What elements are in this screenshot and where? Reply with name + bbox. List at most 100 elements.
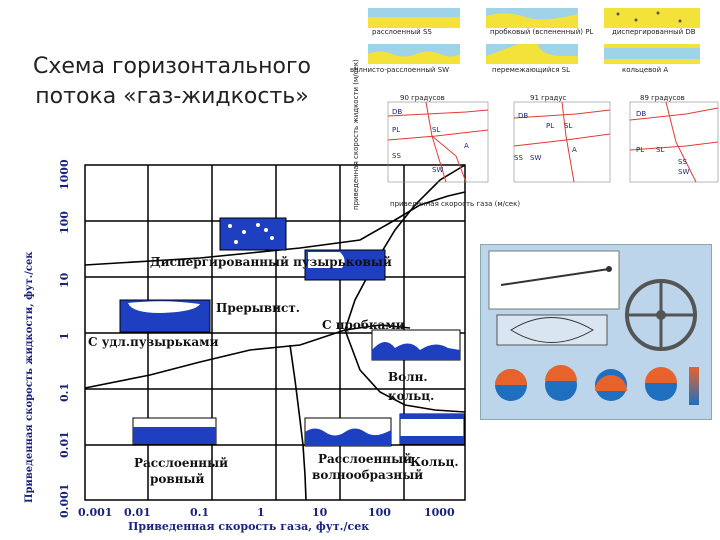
pattern-label-pl: пробковый (вспененный) PL bbox=[490, 28, 594, 36]
inset-map-2-curve-b bbox=[561, 101, 575, 183]
map2-pl: PL bbox=[546, 122, 555, 130]
slide-title-line2: потока «газ-жидкость» bbox=[35, 84, 309, 109]
color-scale bbox=[689, 367, 699, 405]
map3-pl: PL bbox=[636, 146, 645, 154]
region-dispersed-bubble: Диспергированный пузырьковый bbox=[150, 255, 392, 269]
bubble bbox=[228, 224, 232, 228]
slide-title-line1: Схема горизонтального bbox=[33, 54, 311, 79]
pict-a-film-bottom bbox=[604, 59, 700, 64]
pipe-annular bbox=[399, 413, 465, 445]
map1-pl: PL bbox=[392, 126, 401, 134]
inset-map-1-title: 90 градусов bbox=[400, 94, 445, 102]
map1-a: A bbox=[464, 142, 469, 150]
region-slug: С пробками bbox=[322, 318, 405, 332]
pict-pl bbox=[486, 8, 578, 28]
inset-map-2-curve-c bbox=[513, 133, 611, 147]
cross-section-3-top bbox=[595, 375, 627, 391]
y-tick-4: 10 bbox=[58, 272, 71, 288]
pipe-stratified-smooth bbox=[132, 417, 217, 445]
pipe-illustrations bbox=[119, 217, 465, 447]
region-stratified-wavy-1: Расслоенный bbox=[318, 452, 413, 466]
inset-map-1-curve-a bbox=[387, 109, 489, 117]
bubble bbox=[256, 223, 260, 227]
pipe-intermittent bbox=[304, 249, 386, 281]
map3-ss: SS bbox=[678, 158, 687, 166]
inset-maps bbox=[387, 101, 719, 183]
y-tick-6: 1000 bbox=[58, 159, 71, 190]
x-tick-6: 1000 bbox=[424, 506, 455, 519]
cross-section-row bbox=[495, 365, 677, 401]
pattern-label-sl: перемежающийся SL bbox=[492, 66, 571, 74]
bubble bbox=[678, 19, 682, 23]
pipe-elongated-bubble bbox=[119, 299, 211, 333]
pattern-pictograms bbox=[368, 8, 700, 64]
top-inset: расслоенный SS пробковый (вспененный) PL… bbox=[350, 0, 720, 210]
map2-sl: SL bbox=[564, 122, 573, 130]
inset-y-axis-label: приведенная скорость жидкости (м/сек) bbox=[352, 59, 360, 210]
inset-x-axis-label: приведенная скорость газа (м/сек) bbox=[390, 200, 521, 208]
map3-sl: SL bbox=[656, 146, 665, 154]
inset-map-2-frame bbox=[513, 101, 611, 183]
inset-map-1-curve-d bbox=[431, 135, 467, 183]
probe-hub bbox=[656, 310, 666, 320]
boundary-annular-upper bbox=[344, 164, 466, 331]
x-tick-4: 10 bbox=[312, 506, 328, 519]
map2-db: DB bbox=[518, 112, 529, 120]
probe-illustration bbox=[488, 250, 699, 405]
inset-map-2 bbox=[513, 101, 611, 183]
pipe-stratified-wavy bbox=[304, 417, 392, 447]
annular-film-top bbox=[400, 414, 464, 419]
pict-a-film-top bbox=[604, 44, 700, 48]
pattern-label-sw: волнисто-расслоенный SW bbox=[350, 66, 450, 74]
slide-title: Схема горизонтального потока «газ-жидкос… bbox=[22, 52, 322, 112]
intermittent-gas-pocket bbox=[308, 252, 345, 268]
probe-tip bbox=[606, 266, 612, 272]
pipe-db-body bbox=[219, 217, 287, 251]
inset-map-3-curve-c bbox=[629, 141, 719, 151]
pict-sl bbox=[486, 44, 578, 64]
inset-map-2-title: 91 градус bbox=[530, 94, 567, 102]
inset-map-3-title: 89 градусов bbox=[640, 94, 685, 102]
ss-liquid bbox=[133, 427, 216, 444]
pipe-section bbox=[496, 314, 608, 346]
pattern-label-db: диспергированный DB bbox=[612, 28, 696, 36]
map2-ss: SS bbox=[514, 154, 523, 162]
boundary-stratified-wavy bbox=[289, 344, 307, 501]
region-annular: Кольц. bbox=[410, 455, 459, 469]
y-tick-5: 100 bbox=[58, 211, 71, 234]
cross-section-2-top bbox=[545, 365, 577, 381]
map3-sw: SW bbox=[678, 168, 690, 176]
cross-section-1-top bbox=[495, 369, 527, 385]
transition-boundaries bbox=[84, 164, 466, 501]
boundary-annular-lower bbox=[344, 329, 466, 413]
pattern-label-ss: расслоенный SS bbox=[372, 28, 432, 36]
pict-db bbox=[604, 8, 700, 28]
sw-liquid bbox=[305, 428, 391, 446]
pipe-slug bbox=[371, 329, 461, 361]
pict-db-pipe bbox=[604, 8, 700, 28]
pict-sl-liquid bbox=[486, 44, 578, 64]
bubble bbox=[634, 18, 638, 22]
map3-db: DB bbox=[636, 110, 647, 118]
boundary-stratified-intermittent bbox=[84, 324, 411, 389]
pict-a bbox=[604, 44, 700, 64]
x-tick-2: 0.1 bbox=[190, 506, 210, 519]
probe-rod bbox=[500, 268, 610, 286]
region-intermittent: Прерывист. bbox=[216, 301, 300, 315]
inset-map-3-curve-a bbox=[629, 107, 719, 121]
pict-sw bbox=[368, 44, 460, 64]
map1-sw: SW bbox=[432, 166, 444, 174]
elongated-bubble-shape bbox=[128, 301, 200, 313]
inset-map-3-curve-b bbox=[665, 101, 697, 183]
region-stratified-smooth-2: ровный bbox=[150, 472, 205, 486]
bubble bbox=[656, 11, 660, 15]
region-wavy-annular-2: кольц. bbox=[388, 389, 435, 403]
inset-map-1 bbox=[387, 101, 489, 183]
inset-map-2-curve-a bbox=[513, 109, 611, 119]
bubble bbox=[264, 228, 268, 232]
region-stratified-smooth-1: Расслоенный bbox=[134, 456, 229, 470]
probe-diagram-box bbox=[488, 250, 620, 310]
x-tick-3: 1 bbox=[257, 506, 265, 519]
probe-cage bbox=[510, 317, 594, 343]
pict-ss bbox=[368, 8, 460, 28]
